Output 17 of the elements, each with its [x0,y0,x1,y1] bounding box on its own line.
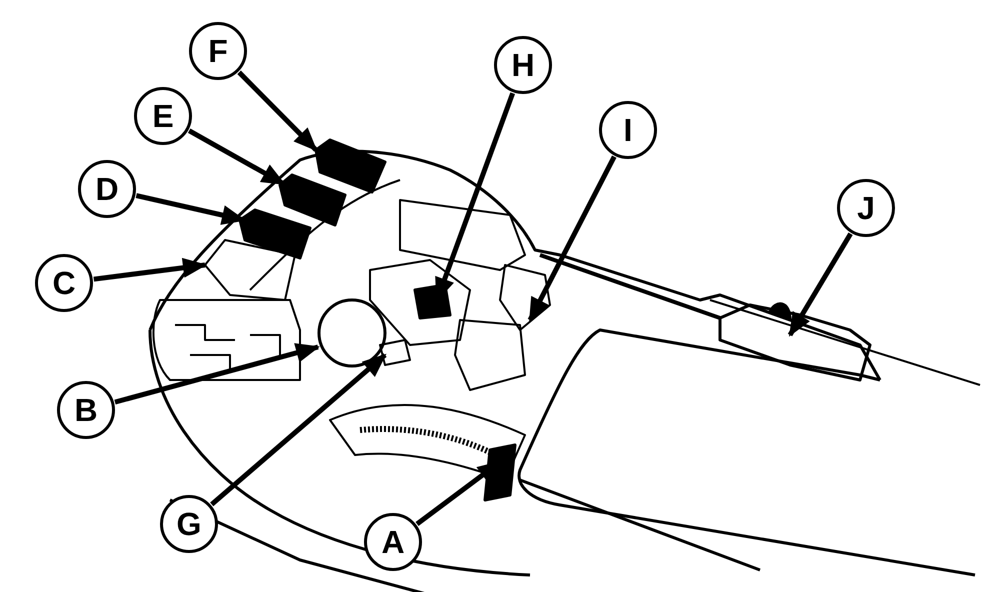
leader-arrow [788,232,853,337]
callout-letter: I [624,114,632,146]
callout-letter: D [95,173,119,205]
leader-arrow [210,353,387,506]
callout-letter: C [52,267,76,299]
callout-letter: H [511,49,535,81]
leader-arrow [93,258,207,282]
callout-letter: J [857,192,875,224]
callout-letter: B [74,394,98,426]
callout-letter: E [152,100,174,132]
leader-arrow [528,156,616,322]
callout-letter: A [381,526,405,558]
leader-arrow [237,70,318,152]
leader-arrow [188,128,286,186]
callout-letter: G [176,508,202,540]
callout-letter: F [208,35,228,67]
leader-arrow [114,343,320,405]
